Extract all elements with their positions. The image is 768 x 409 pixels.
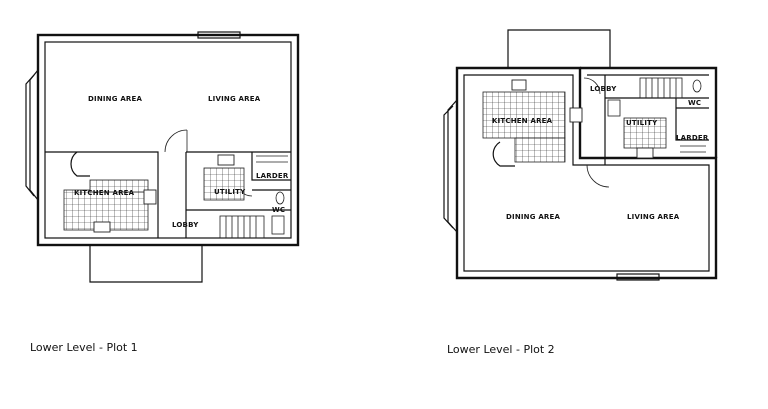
plot1-living-label: LIVING AREA [208,95,261,103]
plot2-dining-label: DINING AREA [506,213,561,221]
plot1-floor-plan: DINING AREA LIVING AREA KITCHEN AREA UTI… [25,31,300,283]
plot2-living-label: LIVING AREA [627,213,680,221]
plot1-caption: Lower Level - Plot 1 [30,341,138,354]
plot1-utility-label: UTILITY [214,188,246,196]
plot1-stairs [219,215,265,239]
plot1-wc-label: WC [272,206,285,214]
plot2-kitchen-label: KITCHEN AREA [492,117,553,125]
plot1-dining-label: DINING AREA [88,95,143,103]
plot1-kitchen-label: KITCHEN AREA [74,189,135,197]
plot2-floor-plan: DINING AREA LIVING AREA KITCHEN AREA UTI… [443,29,718,281]
plot2-caption: Lower Level - Plot 2 [447,343,555,356]
plot2-larder-label: LARDER [676,134,709,142]
plot2-lobby-label: LOBBY [590,85,617,93]
plot2-wc-label: WC [688,99,701,107]
plot1-lobby-label: LOBBY [172,221,199,229]
plot2-stairs [639,77,683,99]
plot2-utility-label: UTILITY [626,119,658,127]
plot1-larder-label: LARDER [256,172,289,180]
